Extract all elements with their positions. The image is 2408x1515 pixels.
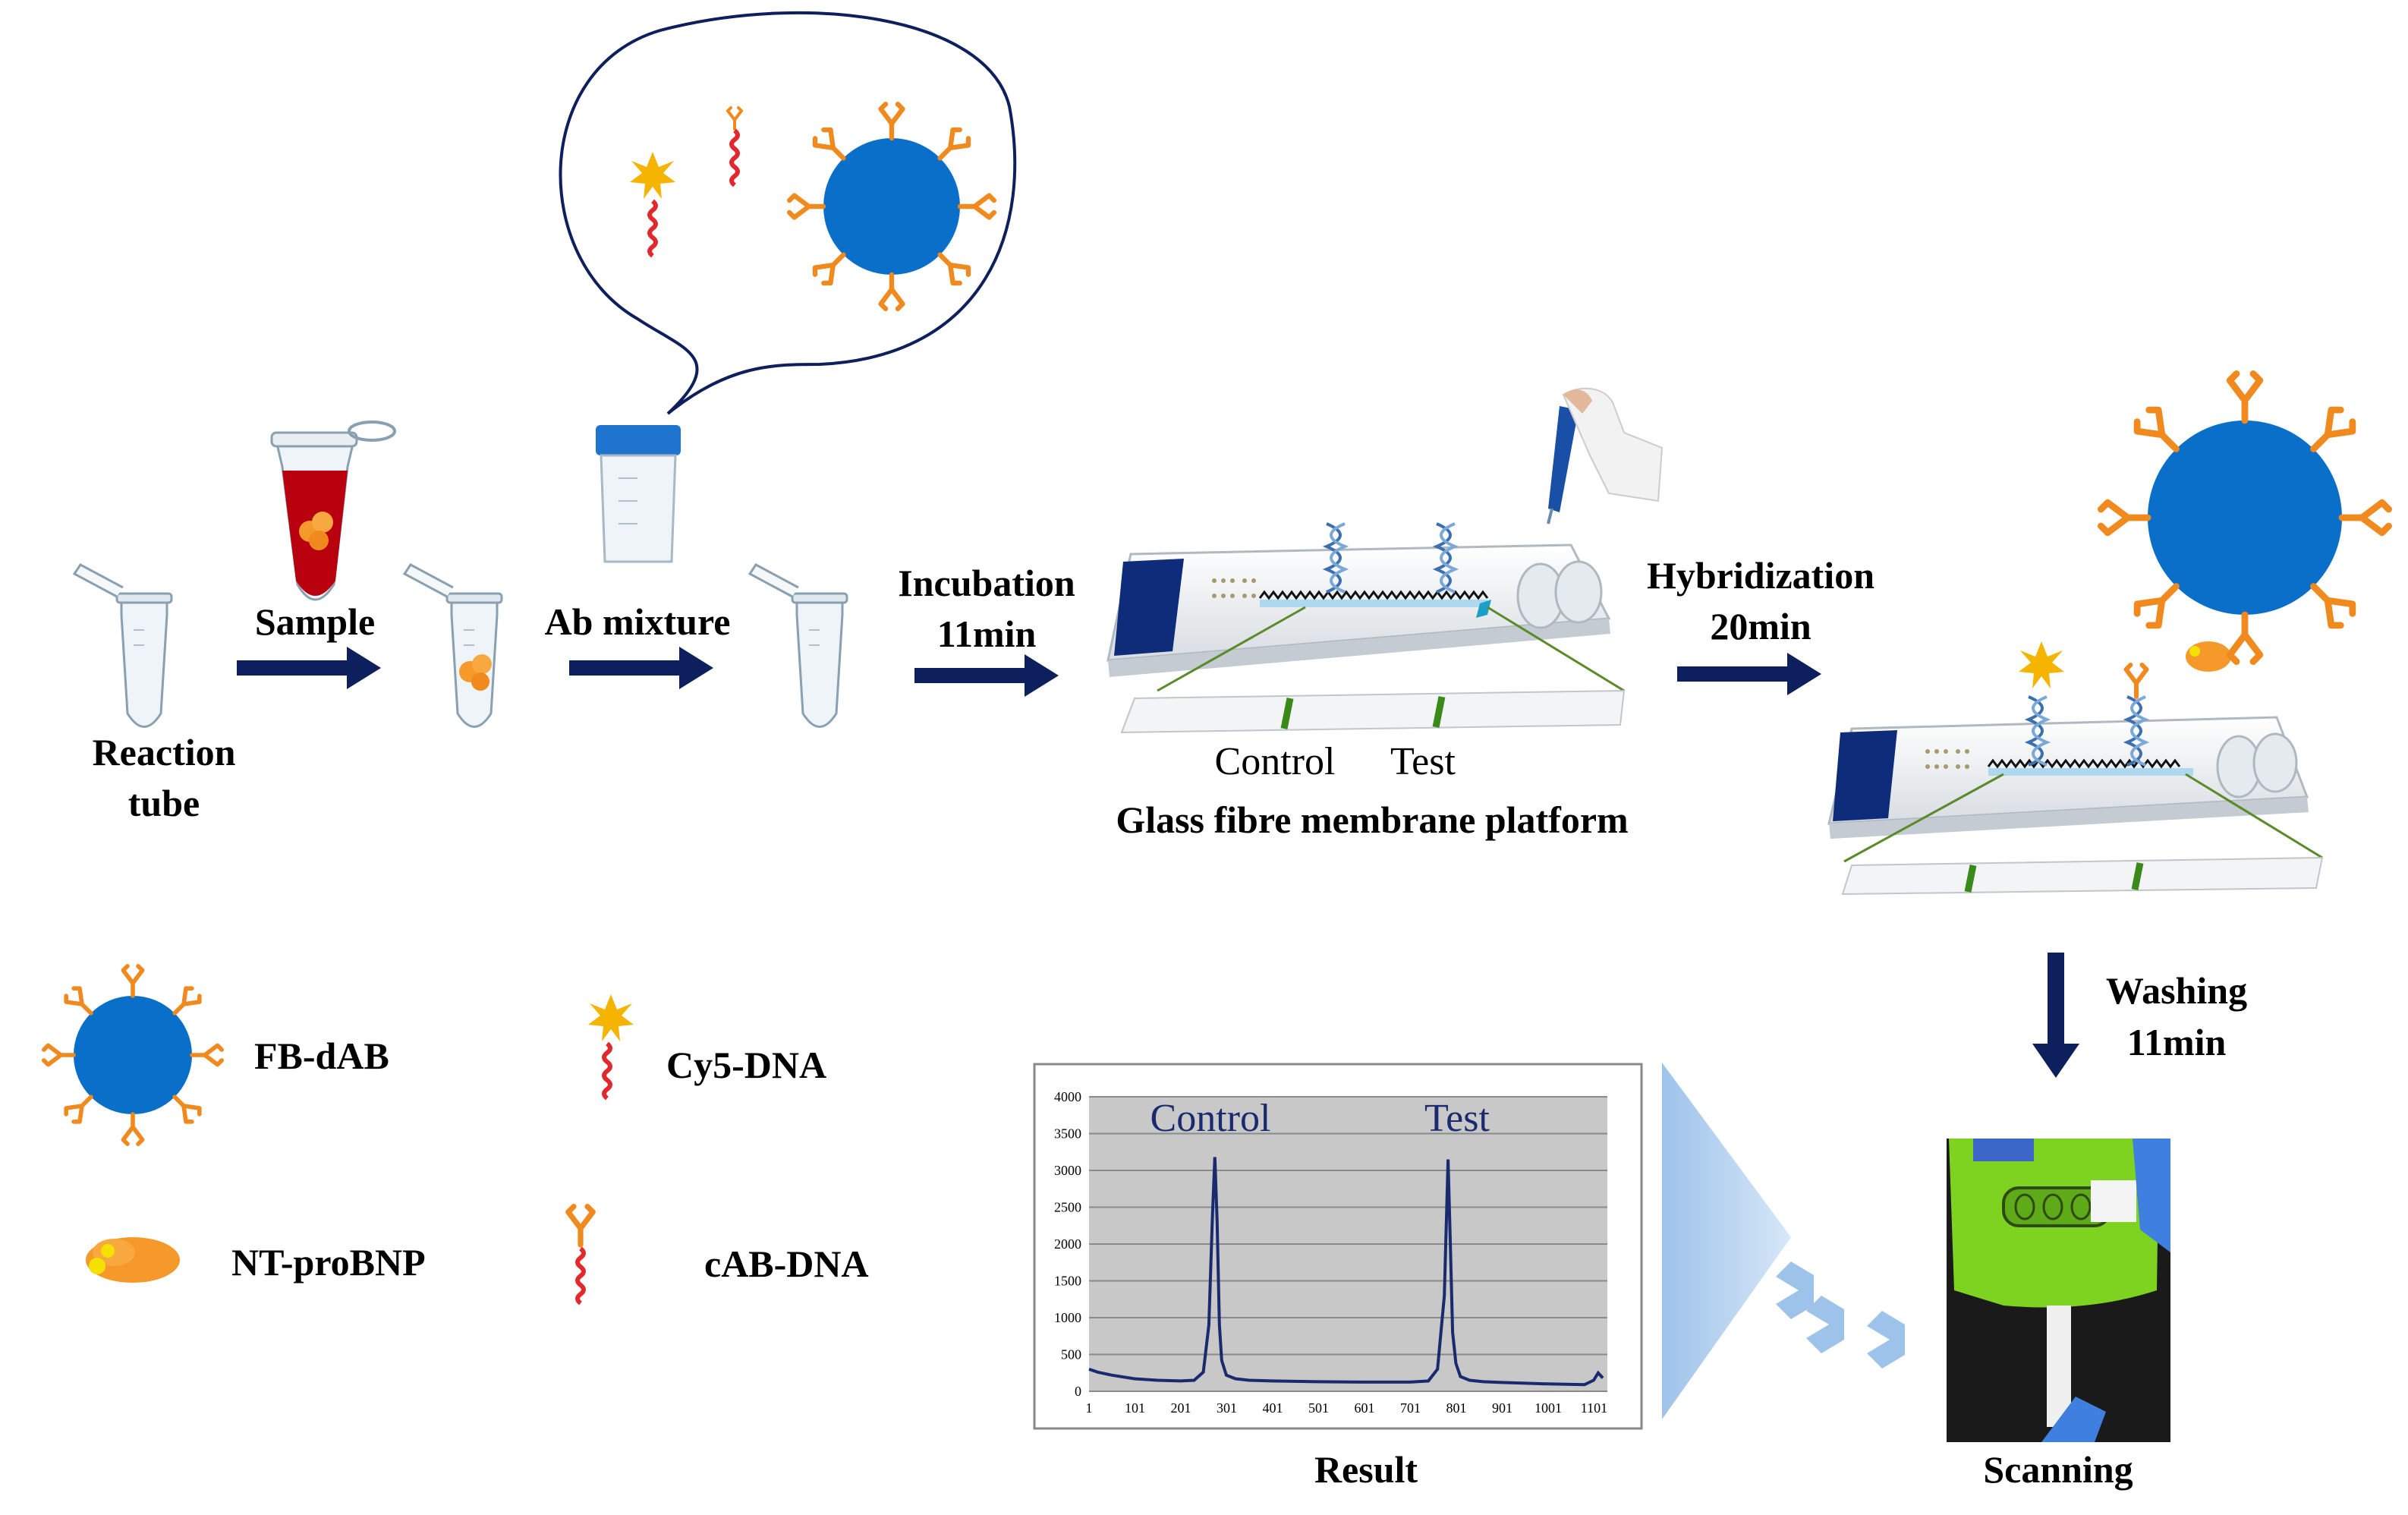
bound-antibody-icon xyxy=(2126,665,2147,697)
legend-cy5-dna-icon xyxy=(588,994,634,1098)
chart-series-line xyxy=(1088,1157,1604,1387)
antibody-icon xyxy=(123,1114,142,1144)
chart-y-tick-label: 3500 xyxy=(1054,1126,1081,1142)
reaction-tube-label-2: tube xyxy=(128,782,200,824)
arrow-sample xyxy=(237,647,381,689)
chart-y-ticks: 0 500 1000 1500 2000 2500 3000 3500 4000 xyxy=(1054,1089,1081,1399)
scanning-label: Scanning xyxy=(1983,1448,2133,1491)
arrow-hybridization xyxy=(1677,653,1821,695)
antibody-icon xyxy=(2230,373,2260,420)
chart-y-tick-label: 2500 xyxy=(1054,1200,1081,1215)
antibody-icon xyxy=(44,1045,74,1064)
chart-x-tick-label: 801 xyxy=(1446,1400,1466,1416)
legend-nt-probnp-label: NT-proBNP xyxy=(231,1241,426,1283)
chart-x-tick-label: 601 xyxy=(1354,1400,1374,1416)
chart-x-tick-label: 1001 xyxy=(1535,1400,1562,1416)
cartridge-2 xyxy=(1827,641,2324,896)
antibody-icon xyxy=(2230,615,2260,662)
ab-mixture-label: Ab mixture xyxy=(545,600,731,643)
scan-transfer-chevrons xyxy=(1662,1063,1905,1419)
pipette-icon xyxy=(1547,387,1664,524)
sample-tube-icon xyxy=(270,420,396,601)
chart-x-tick-label: 701 xyxy=(1400,1400,1421,1416)
legend-fb-dab-label: FB-dAB xyxy=(254,1035,389,1077)
chart-y-tick-label: 0 xyxy=(1075,1384,1081,1399)
hybridization-label-2: 20min xyxy=(1710,605,1812,647)
ab-mixture-container-icon xyxy=(596,425,681,563)
chart-y-tick-label: 500 xyxy=(1061,1347,1081,1362)
chart-x-tick-label: 201 xyxy=(1170,1400,1191,1416)
platform-control-label: Control xyxy=(1215,740,1336,783)
platform-test-label: Test xyxy=(1390,740,1456,783)
tube-with-sample-icon xyxy=(403,563,503,728)
arrow-incubation xyxy=(914,654,1059,697)
chart-grid xyxy=(1089,1096,1607,1392)
scanner-photo xyxy=(1947,1139,2170,1442)
chart-x-tick-label: 501 xyxy=(1308,1400,1329,1416)
legend: FB-dAB Cy5-DNA NT-proBNP cAB-DNA xyxy=(44,966,869,1303)
washing-label-2: 11min xyxy=(2127,1021,2227,1063)
legend-fb-dab-icon xyxy=(44,966,222,1144)
chart-y-tick-label: 3000 xyxy=(1054,1163,1081,1178)
mixed-tube-icon xyxy=(748,563,848,728)
legend-cy5-dna-label: Cy5-DNA xyxy=(666,1044,826,1086)
chart-annotation-control: Control xyxy=(1150,1097,1271,1140)
reaction-tube-icon xyxy=(73,563,173,728)
antibody-icon xyxy=(2342,502,2389,533)
legend-cab-dna-label: cAB-DNA xyxy=(704,1243,869,1285)
arrow-washing xyxy=(2032,953,2079,1078)
chart-annotation-test: Test xyxy=(1424,1097,1490,1140)
chart-y-tick-label: 1000 xyxy=(1054,1310,1081,1325)
chart-x-tick-label: 1101 xyxy=(1581,1400,1607,1416)
chart-x-tick-label: 1 xyxy=(1086,1400,1093,1416)
result-label: Result xyxy=(1314,1448,1418,1491)
cartridge-1 xyxy=(1106,522,1626,734)
hybridization-label-1: Hybridization xyxy=(1647,554,1874,597)
reagent-bubble xyxy=(559,11,1017,415)
chart-y-tick-label: 1500 xyxy=(1054,1274,1081,1289)
incubation-label-2: 11min xyxy=(937,613,1037,655)
sample-label: Sample xyxy=(255,600,375,643)
reaction-tube-label-1: Reaction xyxy=(93,731,236,773)
washing-label-1: Washing xyxy=(2106,969,2247,1012)
chart-x-tick-label: 901 xyxy=(1492,1400,1512,1416)
antibody-icon xyxy=(123,966,142,996)
chart-x-tick-label: 101 xyxy=(1125,1400,1145,1416)
bound-cy5-star-icon xyxy=(2019,641,2064,688)
legend-nt-probnp-icon xyxy=(86,1237,180,1283)
platform-title: Glass fibre membrane platform xyxy=(1116,798,1628,841)
antibody-icon xyxy=(2101,502,2148,533)
antibody-icon xyxy=(192,1045,222,1064)
chart-x-tick-label: 301 xyxy=(1217,1400,1237,1416)
legend-cab-dna-icon xyxy=(568,1207,593,1303)
chart-y-tick-label: 2000 xyxy=(1054,1236,1081,1252)
chart-x-tick-label: 401 xyxy=(1262,1400,1283,1416)
arrow-ab-mixture xyxy=(569,647,713,689)
large-fb-dab-icon xyxy=(2101,373,2388,661)
bound-nt-probnp-icon xyxy=(2186,641,2231,672)
chart-y-tick-label: 4000 xyxy=(1054,1089,1081,1104)
bubble-fb-dab xyxy=(789,104,994,309)
incubation-label-1: Incubation xyxy=(898,562,1075,604)
